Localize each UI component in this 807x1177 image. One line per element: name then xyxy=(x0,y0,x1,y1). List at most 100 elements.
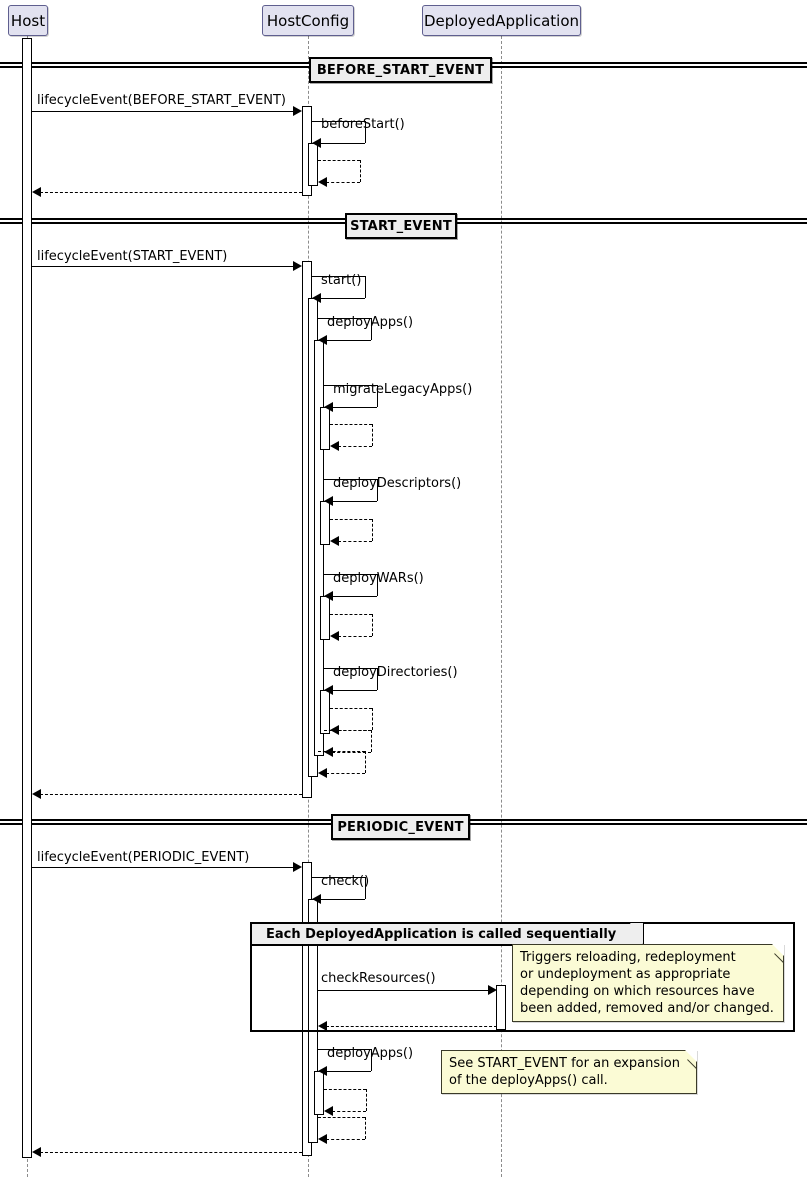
message-line-self-bottom xyxy=(338,541,372,542)
message-line-self-right xyxy=(377,574,378,596)
participant-host[interactable]: Host xyxy=(8,5,48,36)
message-label: beforeStart() xyxy=(321,117,405,132)
message-line xyxy=(318,990,489,991)
message-line-self-bottom xyxy=(320,298,365,299)
message-arrowhead xyxy=(324,402,333,412)
message-label: migrateLegacyApps() xyxy=(333,382,473,397)
message-label: lifecycleEvent(PERIODIC_EVENT) xyxy=(37,850,250,865)
message-line-self-top xyxy=(312,877,365,878)
message-label: lifecycleEvent(BEFORE_START_EVENT) xyxy=(37,93,286,108)
message-label: deployWARs() xyxy=(333,571,424,586)
message-arrowhead xyxy=(318,335,327,345)
group-frame-each-deployed-application xyxy=(250,922,795,1032)
message-arrowhead xyxy=(324,591,333,601)
message-line xyxy=(40,1152,302,1153)
message-line-self-top xyxy=(324,479,377,480)
note-fold-icon xyxy=(685,1050,697,1062)
message-line-self-right xyxy=(365,276,366,298)
message-line-self-top xyxy=(330,708,372,709)
message-arrowhead xyxy=(312,894,321,904)
message-arrowhead xyxy=(32,1147,41,1157)
message-arrowhead xyxy=(318,1066,327,1076)
activation-bar xyxy=(314,1071,324,1115)
message-line-self-bottom xyxy=(338,446,372,447)
message-label: start() xyxy=(321,273,362,288)
message-arrowhead xyxy=(330,631,339,641)
activation-bar xyxy=(22,38,32,1158)
message-line-self-bottom xyxy=(326,1139,365,1140)
message-line-self-bottom xyxy=(332,690,377,691)
note-note-deploy-apps: See START_EVENT for an expansion of the … xyxy=(441,1050,707,1094)
message-line-self-bottom xyxy=(326,773,365,774)
message-line-self-bottom xyxy=(320,899,365,900)
message-line-self-bottom xyxy=(326,182,360,183)
message-line-self-right xyxy=(371,318,372,340)
message-line-self-top xyxy=(324,668,377,669)
group-label-each-deployed-application: Each DeployedApplication is called seque… xyxy=(252,923,644,946)
message-line-self-bottom xyxy=(326,1071,371,1072)
message-line-self-top xyxy=(318,751,365,752)
message-line-self-right xyxy=(372,614,373,636)
activation-bar xyxy=(320,690,330,734)
message-arrowhead xyxy=(293,261,302,271)
message-label: lifecycleEvent(START_EVENT) xyxy=(37,249,228,264)
divider-periodic: PERIODIC_EVENT xyxy=(331,814,470,840)
message-line xyxy=(40,794,302,795)
message-line-self-top xyxy=(318,160,360,161)
activation-bar xyxy=(320,407,330,450)
participant-config[interactable]: HostConfig xyxy=(262,5,354,36)
message-arrowhead xyxy=(312,138,321,148)
lifeline-app xyxy=(501,36,502,1177)
message-label: deployDescriptors() xyxy=(333,476,462,491)
message-line-self-right xyxy=(377,385,378,407)
message-line-self-top xyxy=(312,276,365,277)
message-line-self-right xyxy=(365,877,366,899)
message-label: checkResources() xyxy=(321,971,436,986)
message-line-self-top xyxy=(318,1117,365,1118)
message-arrowhead xyxy=(324,685,333,695)
message-arrowhead xyxy=(324,496,333,506)
message-arrowhead xyxy=(312,293,321,303)
message-line-self-bottom xyxy=(332,752,371,753)
activation-bar xyxy=(308,143,318,186)
message-line-self-bottom xyxy=(332,407,377,408)
message-line-self-right xyxy=(377,668,378,690)
message-line-self-right xyxy=(372,708,373,730)
message-line-self-right xyxy=(366,1089,367,1111)
message-arrowhead xyxy=(318,768,327,778)
message-line-self-bottom xyxy=(332,501,377,502)
message-line-self-top xyxy=(324,385,377,386)
message-line-self-bottom xyxy=(332,1111,366,1112)
activation-bar xyxy=(320,596,330,640)
message-line-self-top xyxy=(324,1089,366,1090)
message-line-self-top xyxy=(330,614,372,615)
message-line-self-right xyxy=(371,730,372,752)
message-line xyxy=(32,266,294,267)
message-line-self-top xyxy=(330,519,372,520)
message-arrowhead xyxy=(318,1021,327,1031)
note-fold-icon xyxy=(772,944,784,956)
activation-bar xyxy=(320,501,330,545)
message-arrowhead xyxy=(293,862,302,872)
message-arrowhead xyxy=(318,177,327,187)
participant-app[interactable]: DeployedApplication xyxy=(422,5,581,36)
message-line xyxy=(326,1026,497,1027)
message-arrowhead xyxy=(32,789,41,799)
activation-bar xyxy=(496,985,506,1030)
message-arrowhead xyxy=(293,106,302,116)
message-label: deployDirectories() xyxy=(333,665,458,680)
message-line-self-bottom xyxy=(332,596,377,597)
message-line-self-top xyxy=(318,1049,371,1050)
message-line-self-bottom xyxy=(338,636,372,637)
message-arrowhead xyxy=(488,985,497,995)
divider-start: START_EVENT xyxy=(345,213,457,239)
message-line-self-right xyxy=(360,160,361,182)
message-line-self-right xyxy=(377,479,378,501)
message-arrowhead xyxy=(330,441,339,451)
message-line-self-top xyxy=(330,424,372,425)
message-line-self-top xyxy=(318,318,371,319)
message-line-self-right xyxy=(365,121,366,143)
message-line-self-right xyxy=(365,751,366,773)
divider-before-start: BEFORE_START_EVENT xyxy=(309,57,492,83)
